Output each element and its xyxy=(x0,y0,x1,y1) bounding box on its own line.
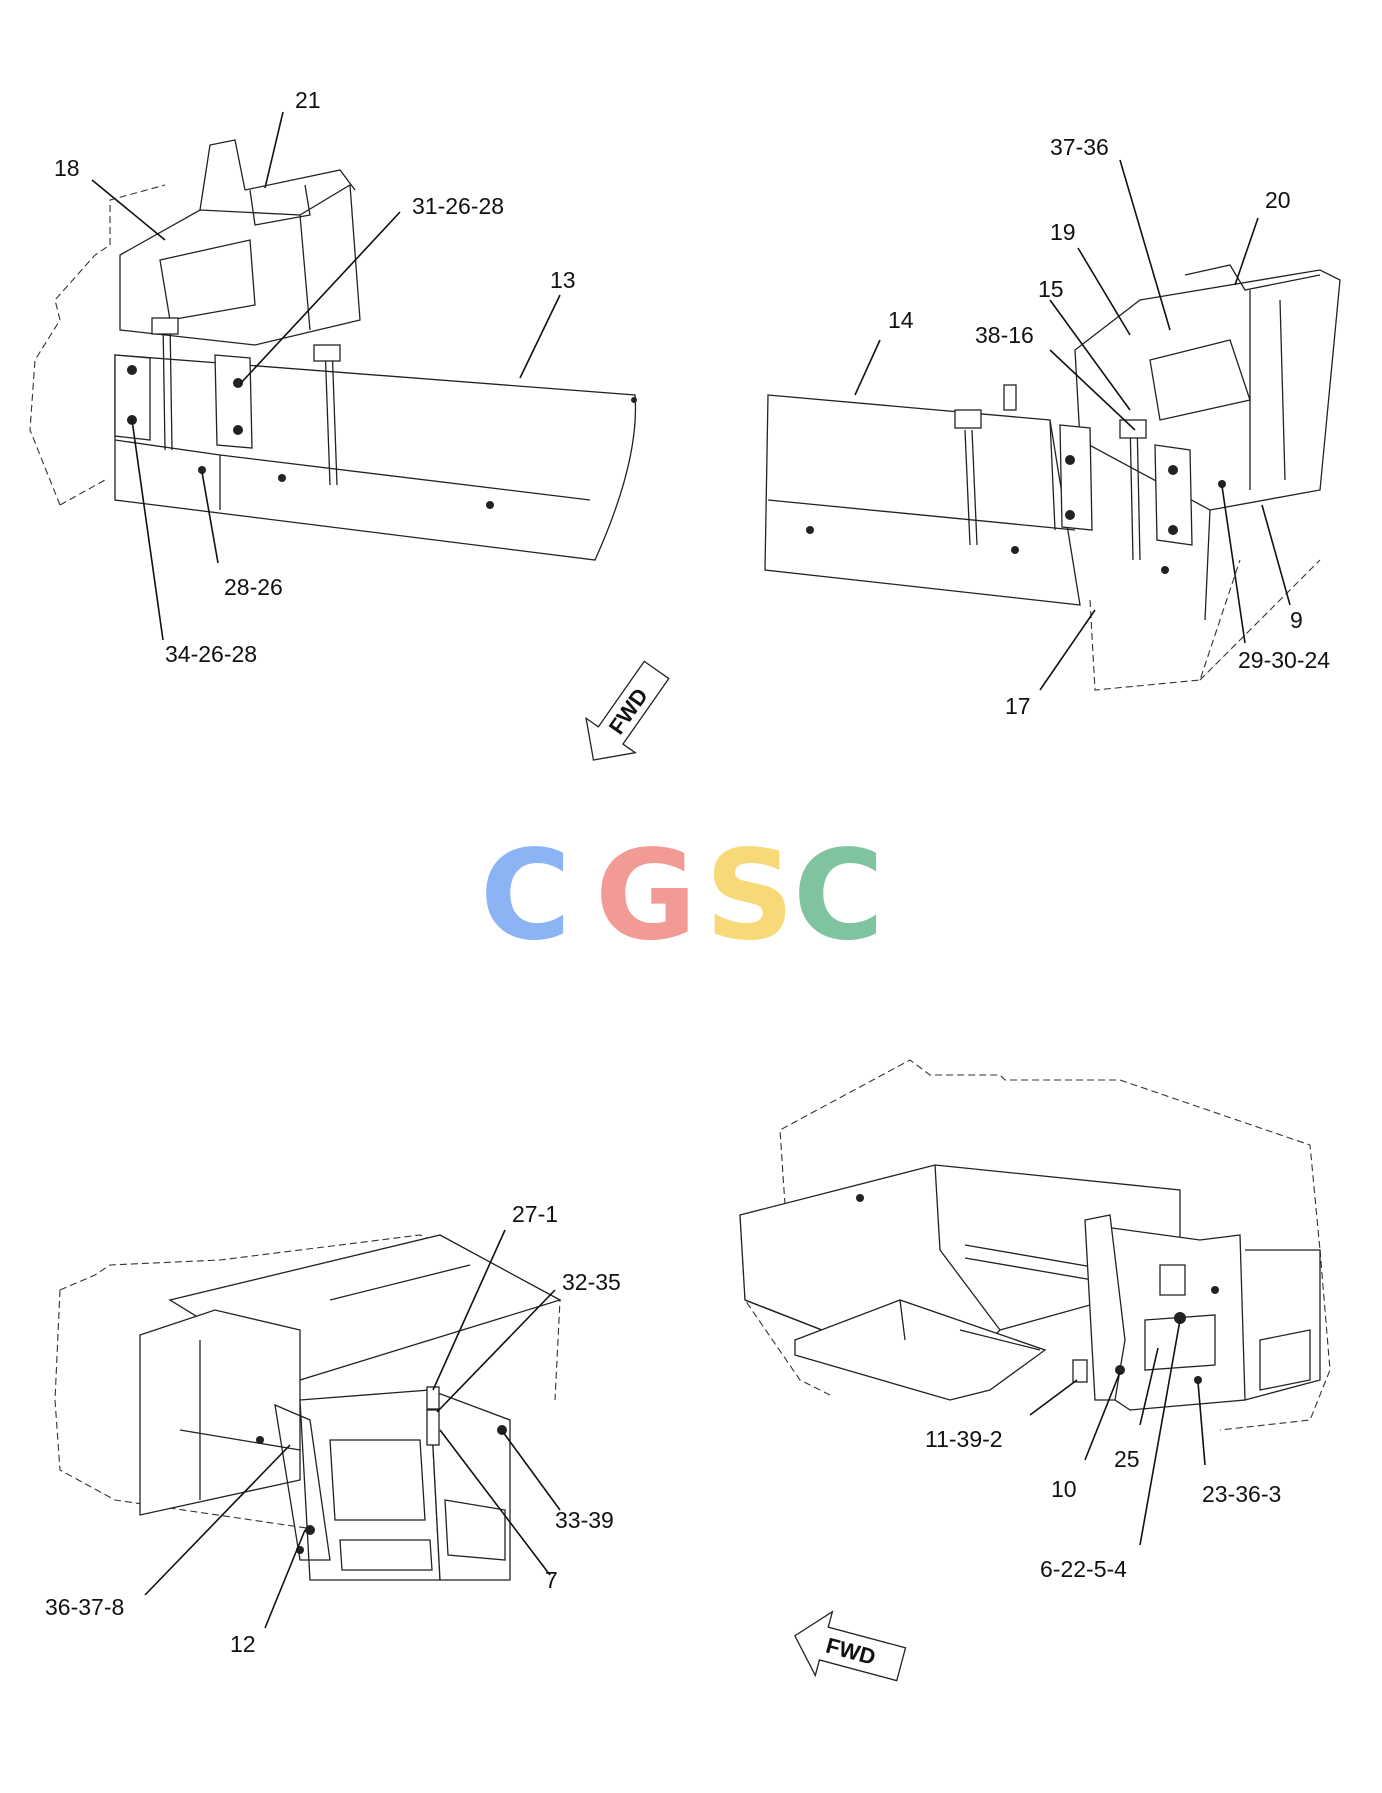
callout-11-39-2: 11-39-2 xyxy=(925,1426,1003,1452)
callout-6-22-5-4: 6-22-5-4 xyxy=(1040,1556,1127,1582)
cgsc-logo: C G S C xyxy=(480,824,884,968)
view-bottom-left: 27-1 32-35 33-39 7 36-37-8 12 xyxy=(45,1201,621,1657)
callout-12: 12 xyxy=(230,1631,256,1657)
fwd-arrow-southwest: FWD xyxy=(585,660,670,761)
callout-37-36: 37-36 xyxy=(1050,134,1109,160)
callout-10: 10 xyxy=(1051,1476,1077,1502)
callout-36-37-8: 36-37-8 xyxy=(45,1594,124,1620)
callout-21: 21 xyxy=(295,87,321,113)
view-top-left: 21 18 31-26-28 13 28-26 34-26-28 xyxy=(29,87,637,667)
callout-29-30-24: 29-30-24 xyxy=(1238,647,1330,673)
view-bottom-right: 11-39-2 10 25 23-36-3 6-22-5-4 xyxy=(739,1059,1331,1582)
logo-letter-s: S xyxy=(705,824,794,968)
callout-9: 9 xyxy=(1290,607,1303,633)
callout-13: 13 xyxy=(550,267,576,293)
callout-32-35: 32-35 xyxy=(562,1269,621,1295)
callout-27-1: 27-1 xyxy=(512,1201,558,1227)
callout-14: 14 xyxy=(888,307,914,333)
callout-19: 19 xyxy=(1050,219,1076,245)
callout-31-26-28: 31-26-28 xyxy=(412,193,504,219)
callout-7: 7 xyxy=(545,1567,558,1593)
callout-17: 17 xyxy=(1005,693,1031,719)
callout-28-26: 28-26 xyxy=(224,574,283,600)
callout-20: 20 xyxy=(1265,187,1291,213)
callout-38-16: 38-16 xyxy=(975,322,1034,348)
view-top-right: 37-36 20 19 15 14 38-16 9 29-30-24 17 xyxy=(764,134,1341,719)
callout-33-39: 33-39 xyxy=(555,1507,614,1533)
callout-34-26-28: 34-26-28 xyxy=(165,641,257,667)
logo-letter-g: G xyxy=(595,824,697,968)
fwd-arrow-west: FWD xyxy=(794,1610,907,1682)
callout-23-36-3: 23-36-3 xyxy=(1202,1481,1281,1507)
callout-25: 25 xyxy=(1114,1446,1140,1472)
logo-letter-c1: C xyxy=(480,824,571,968)
callout-18: 18 xyxy=(54,155,80,181)
callout-15: 15 xyxy=(1038,276,1064,302)
logo-letter-c2: C xyxy=(793,824,884,968)
